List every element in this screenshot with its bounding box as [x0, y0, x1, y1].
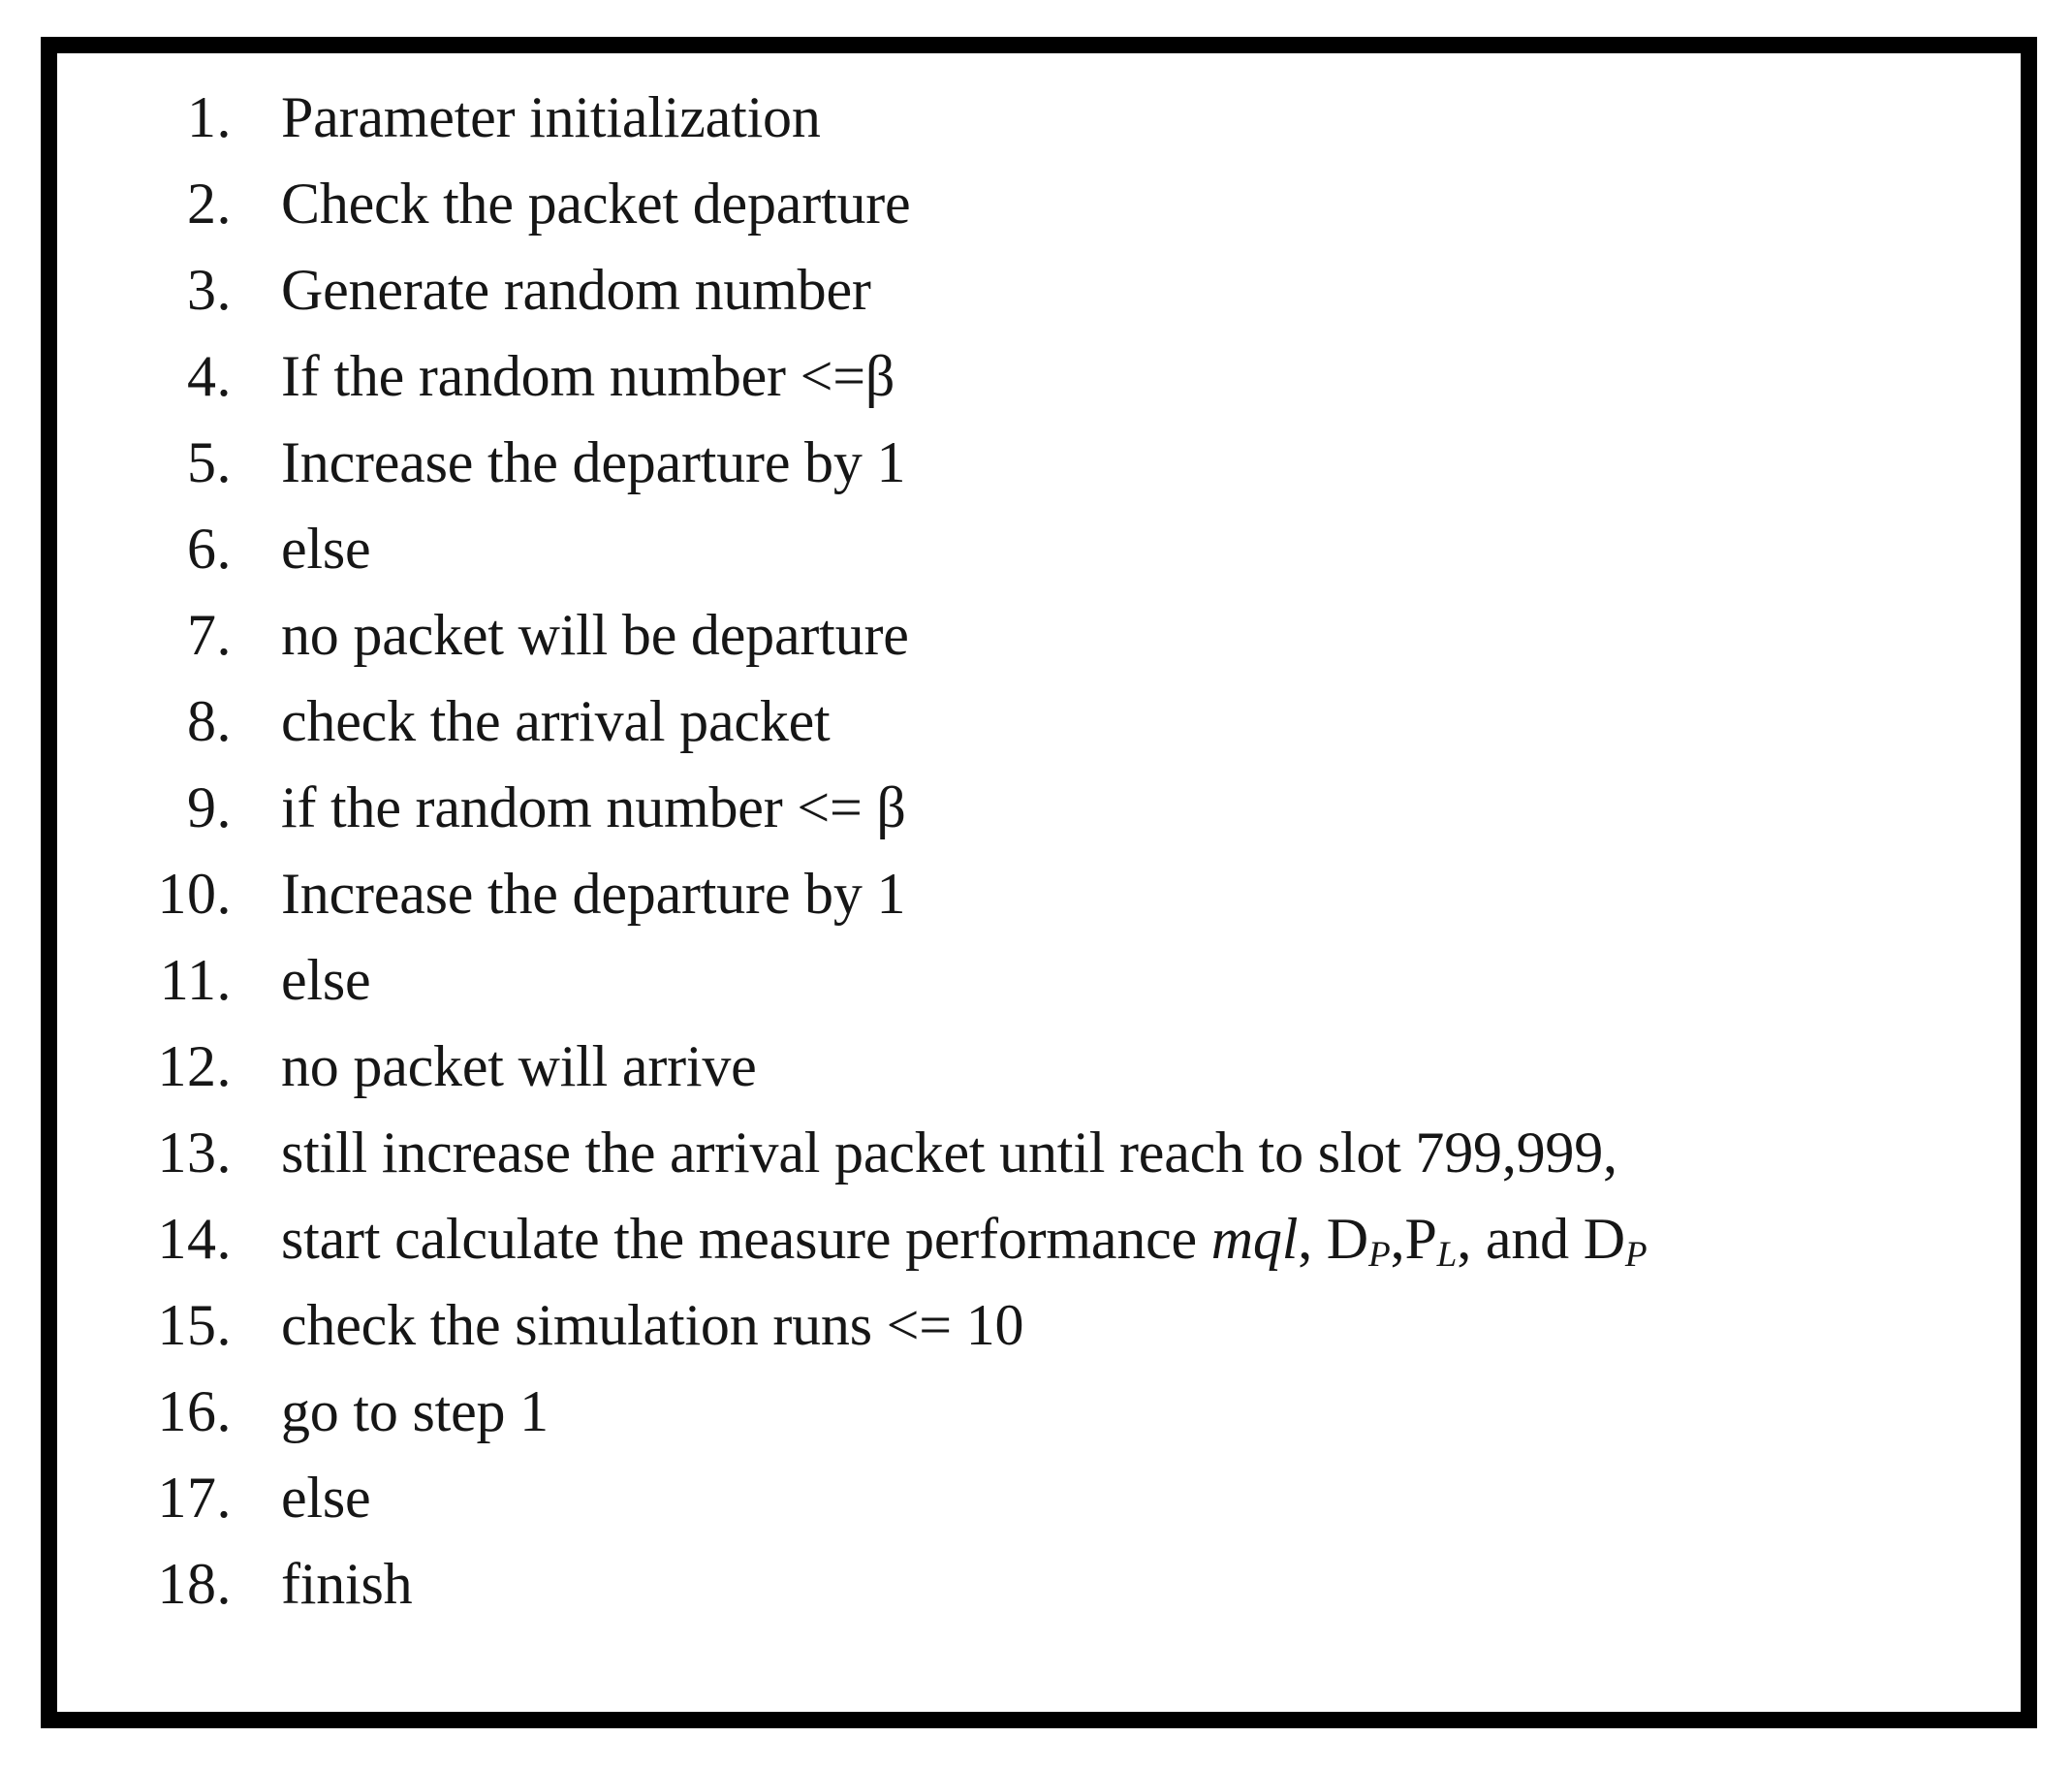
step-number: 1. [187, 85, 232, 149]
step-number: 9. [187, 775, 232, 839]
step-number: 7. [187, 603, 232, 667]
step-text: If the random number <=β [281, 344, 895, 408]
step-number: 12. [157, 1034, 232, 1098]
step-row: 4. If the random number <=β [57, 333, 2021, 420]
step-number: 14. [157, 1207, 232, 1271]
step-text: still increase the arrival packet until … [281, 1121, 1617, 1185]
step-number: 15. [157, 1293, 232, 1357]
step-row: 14. start calculate the measure performan… [57, 1196, 2021, 1282]
step-row: 8. check the arrival packet [57, 679, 2021, 765]
step-number: 4. [187, 344, 232, 408]
step-number: 17. [157, 1466, 232, 1530]
step-number: 10. [157, 862, 232, 926]
step-number: 11. [159, 948, 232, 1012]
step-number: 2. [187, 172, 232, 236]
step-text: else [281, 948, 371, 1012]
step-row: 9. if the random number <= β [57, 765, 2021, 851]
step-row: 2. Check the packet departure [57, 161, 2021, 247]
step-row: 12. no packet will arrive [57, 1024, 2021, 1110]
step-row: 1. Parameter initialization [57, 75, 2021, 161]
step-number: 6. [187, 517, 232, 581]
step-row: 3. Generate random number [57, 247, 2021, 333]
step-text: go to step 1 [281, 1379, 549, 1443]
step-text: Check the packet departure [281, 172, 911, 236]
step-row: 6. else [57, 506, 2021, 592]
step-text: Generate random number [281, 258, 871, 322]
step-text: check the simulation runs <= 10 [281, 1293, 1024, 1357]
step-text: start calculate the measure performance … [281, 1207, 1648, 1276]
step-row: 16. go to step 1 [57, 1369, 2021, 1455]
step-text: Parameter initialization [281, 85, 821, 149]
step-number: 13. [157, 1121, 232, 1185]
step-text: finish [281, 1552, 413, 1616]
step-row: 11. else [57, 937, 2021, 1024]
step-number: 8. [187, 689, 232, 753]
step-number: 18. [157, 1552, 232, 1616]
step-row: 18. finish [57, 1541, 2021, 1627]
algorithm-step-list: 1. Parameter initialization 2. Check the pa… [57, 53, 2021, 1712]
step-text: Increase the departure by 1 [281, 862, 906, 926]
step-number: 5. [187, 430, 232, 494]
step-number: 16. [157, 1379, 232, 1443]
step-text: Increase the departure by 1 [281, 430, 906, 494]
step-row: 7. no packet will be departure [57, 592, 2021, 679]
step-row: 5. Increase the departure by 1 [57, 420, 2021, 506]
step-text: else [281, 517, 371, 581]
step-text: no packet will arrive [281, 1034, 757, 1098]
step-text: else [281, 1466, 371, 1530]
step-row: 15. check the simulation runs <= 10 [57, 1282, 2021, 1369]
step-text: no packet will be departure [281, 603, 909, 667]
algorithm-box: 1. Parameter initialization 2. Check the pa… [41, 37, 2037, 1728]
step-row: 13. still increase the arrival packet unt… [57, 1110, 2021, 1196]
step-row: 10. Increase the departure by 1 [57, 851, 2021, 937]
step-text: check the arrival packet [281, 689, 831, 753]
step-number: 3. [187, 258, 232, 322]
step-row: 17. else [57, 1455, 2021, 1541]
step-text: if the random number <= β [281, 775, 906, 839]
